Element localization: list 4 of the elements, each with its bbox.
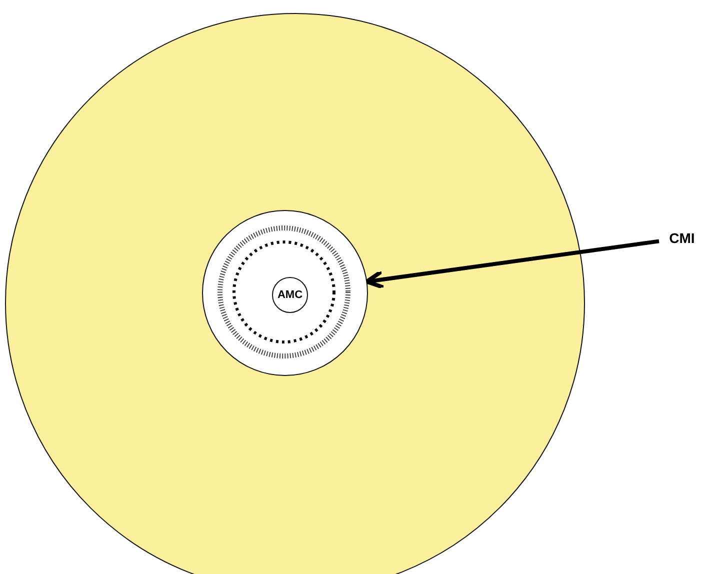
arrow: [364, 239, 660, 290]
node-label: AMC: [277, 289, 303, 301]
node-label: CMI: [669, 230, 695, 246]
label-circle: [272, 277, 308, 313]
